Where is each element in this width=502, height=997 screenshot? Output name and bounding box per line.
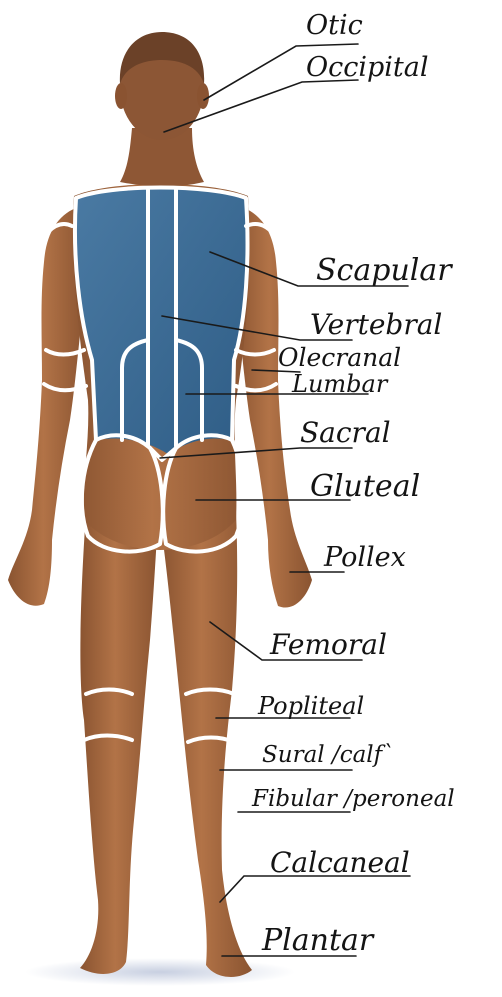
label-calcaneal: Calcaneal bbox=[270, 846, 410, 879]
right-leg bbox=[160, 512, 252, 977]
label-sural: Sural /calf` bbox=[262, 742, 394, 768]
label-pollex: Pollex bbox=[323, 542, 406, 573]
label-scapular: Scapular bbox=[316, 253, 453, 288]
label-occipital: Occipital bbox=[306, 52, 429, 83]
label-gluteal: Gluteal bbox=[310, 469, 420, 504]
right-ear bbox=[197, 83, 209, 109]
leader-calcaneal bbox=[220, 876, 410, 902]
floor-shadow bbox=[25, 958, 295, 986]
label-plantar: Plantar bbox=[261, 923, 375, 958]
label-lumbar: Lumbar bbox=[291, 370, 389, 398]
label-popliteal: Popliteal bbox=[257, 692, 364, 720]
label-sacral: Sacral bbox=[300, 416, 391, 449]
label-otic: Otic bbox=[306, 10, 363, 41]
left-leg bbox=[80, 512, 158, 974]
back-region bbox=[75, 188, 248, 455]
label-femoral: Femoral bbox=[269, 628, 387, 661]
label-vertebral: Vertebral bbox=[310, 308, 442, 341]
label-fibular: Fibular /peroneal bbox=[251, 786, 455, 812]
label-olecranal: Olecranal bbox=[278, 343, 401, 372]
left-ear bbox=[115, 83, 127, 109]
human-figure-posterior bbox=[8, 32, 312, 977]
